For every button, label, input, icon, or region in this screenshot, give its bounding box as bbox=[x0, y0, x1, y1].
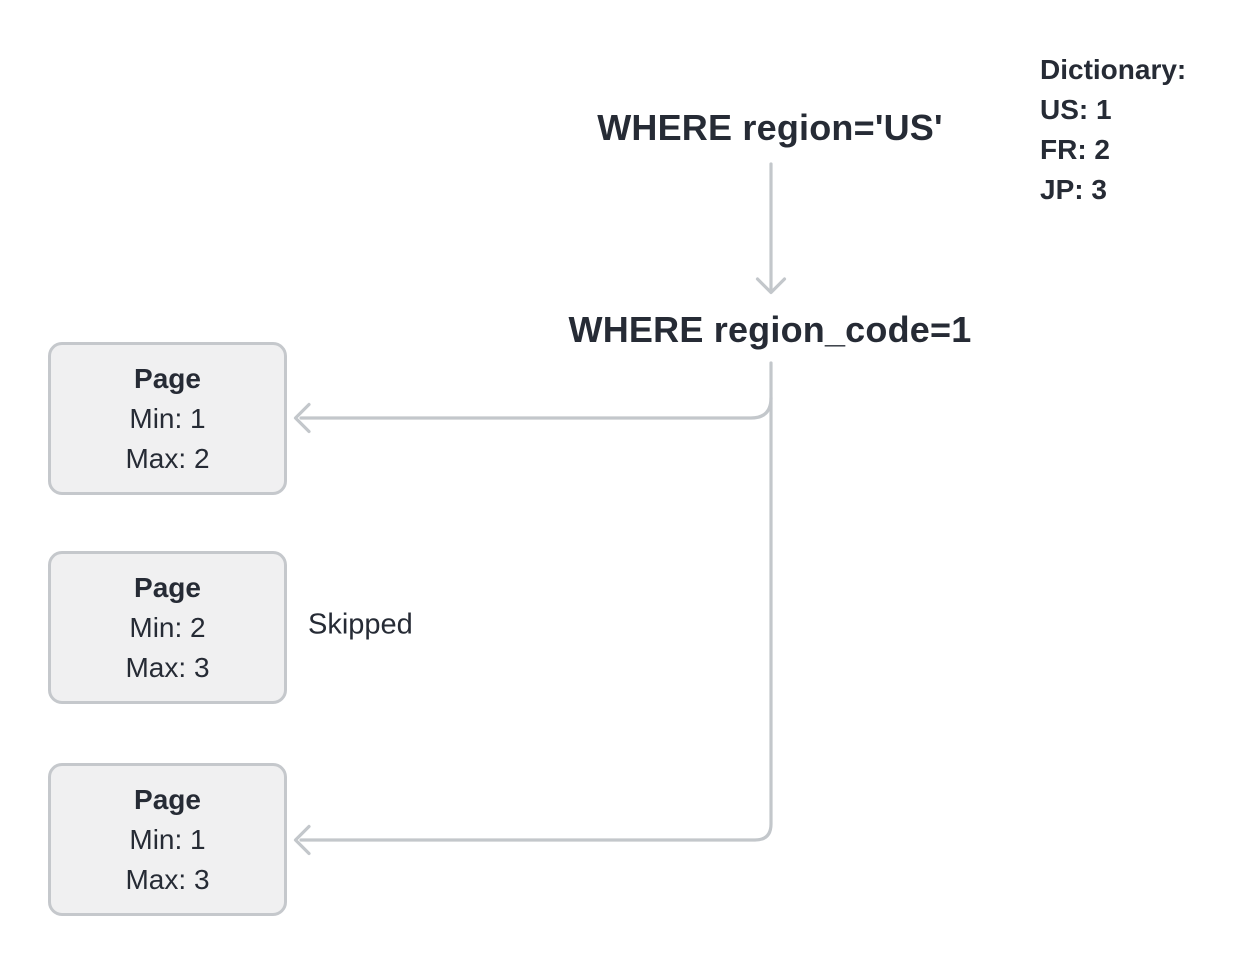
dictionary-entry-us: US: 1 bbox=[1040, 94, 1112, 125]
page-box-1: Page Min: 1 Max: 2 bbox=[48, 342, 287, 495]
dictionary-entry-fr: FR: 2 bbox=[1040, 134, 1110, 165]
dictionary-title: Dictionary: bbox=[1040, 54, 1187, 85]
page-box-2-title: Page bbox=[134, 571, 201, 603]
query-original-label: WHERE region='US' bbox=[597, 107, 943, 148]
page-box-3-title: Page bbox=[134, 783, 201, 815]
page-box-3-max: Max: 3 bbox=[125, 863, 210, 895]
page3-arrow-head-icon bbox=[293, 824, 311, 856]
page-box-2-max: Max: 3 bbox=[125, 651, 210, 683]
skipped-label: Skipped bbox=[308, 608, 413, 641]
down-arrow-head-icon bbox=[755, 277, 787, 295]
branch-to-page1-line bbox=[299, 396, 773, 420]
trunk-to-page3-line bbox=[299, 361, 773, 842]
page1-arrow-head-icon bbox=[293, 402, 311, 434]
page-box-3-min: Min: 1 bbox=[129, 823, 206, 855]
query-rewritten-label: WHERE region_code=1 bbox=[568, 309, 972, 350]
page-box-1-title: Page bbox=[134, 362, 201, 394]
page-box-1-min: Min: 1 bbox=[129, 402, 206, 434]
dictionary-entry-jp: JP: 3 bbox=[1040, 174, 1107, 205]
page-box-1-max: Max: 2 bbox=[125, 442, 210, 474]
page-box-2: Page Min: 2 Max: 3 bbox=[48, 551, 287, 704]
page-box-3: Page Min: 1 Max: 3 bbox=[48, 763, 287, 916]
dictionary-legend: Dictionary: US: 1 FR: 2 JP: 3 bbox=[1040, 50, 1186, 210]
page-box-2-min: Min: 2 bbox=[129, 611, 206, 643]
